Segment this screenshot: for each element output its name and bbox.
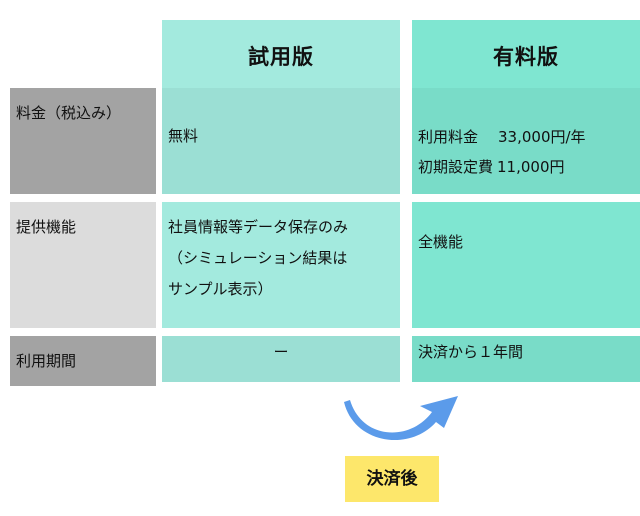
arrow-body <box>344 396 458 441</box>
paid-features-cell: 全機能 <box>418 233 464 251</box>
price-band-trial <box>162 88 400 194</box>
paid-column-header: 有料版 <box>493 45 559 69</box>
row-label-period: 利用期間 <box>10 336 156 386</box>
price-line-usage: 利用料金 33,000円/年 <box>418 122 640 152</box>
trial-features-cell: 社員情報等データ保存のみ （シミュレーション結果は サンプル表示） <box>168 212 398 305</box>
period-band-paid <box>412 336 640 382</box>
row-label-features: 提供機能 <box>10 202 156 328</box>
trial-period-cell: ー <box>273 343 289 361</box>
period-band-trial <box>162 336 400 382</box>
curved-arrow-icon <box>344 396 458 441</box>
trial-features-line: （シミュレーション結果は <box>168 249 348 267</box>
trial-features-line: サンプル表示） <box>168 280 273 298</box>
price-label: 初期設定費 <box>418 158 494 176</box>
price-band-paid <box>412 88 640 194</box>
price-amount: 11,000円 <box>497 158 565 176</box>
trial-features-line: 社員情報等データ保存のみ <box>168 218 349 236</box>
row-label-price: 料金（税込み） <box>10 88 156 194</box>
price-label: 利用料金 <box>418 128 479 146</box>
price-amount: 33,000円/年 <box>498 128 586 146</box>
trial-column-header: 試用版 <box>248 45 314 69</box>
row-divider <box>0 328 640 336</box>
row-divider <box>0 194 640 202</box>
trial-price-cell: 無料 <box>168 127 199 145</box>
after-payment-badge: 決済後 <box>345 456 439 502</box>
paid-period-cell: 決済から１年間 <box>418 343 524 361</box>
